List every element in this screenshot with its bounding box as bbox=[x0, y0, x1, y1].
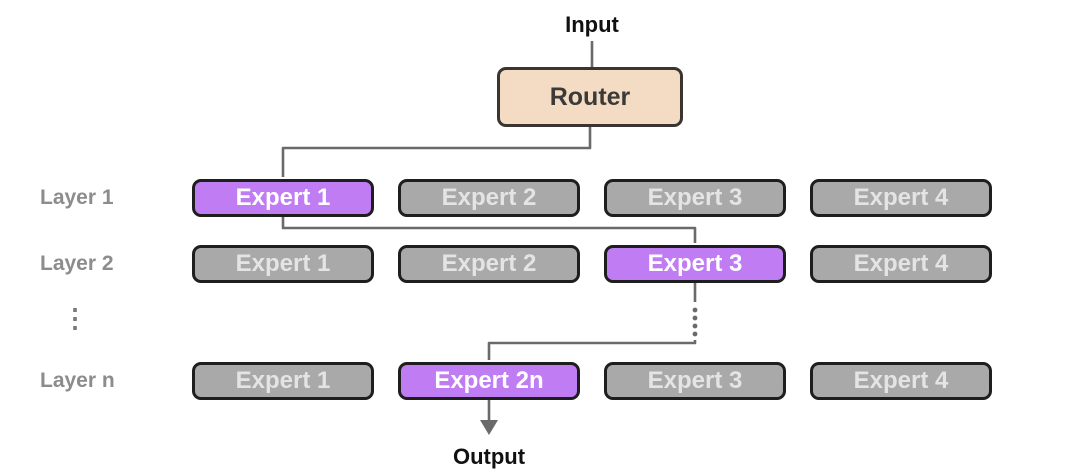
router-label: Router bbox=[549, 82, 631, 111]
output-arrowhead bbox=[480, 420, 498, 435]
expert-box-layer2-col1: Expert 1 bbox=[192, 245, 374, 283]
expert-box-layer2-col2: Expert 2 bbox=[398, 245, 580, 283]
expert-box-layer2-col3-selected: Expert 3 bbox=[604, 245, 786, 283]
edge-expert1-expert3 bbox=[281, 217, 697, 243]
expert-box-layer2-col4: Expert 4 bbox=[810, 245, 992, 283]
layer-label-3: Layer n bbox=[40, 369, 115, 392]
router-box: Router bbox=[497, 67, 683, 127]
expert-box-layer3-col2-selected: Expert 2n bbox=[398, 362, 580, 400]
layer-label-1: Layer 1 bbox=[40, 186, 114, 209]
edge-to-expert2n bbox=[487, 340, 697, 360]
edge-dotted-ellipsis bbox=[692, 307, 698, 337]
layer-label-2: Layer 2 bbox=[40, 252, 114, 275]
input-label: Input bbox=[565, 12, 619, 37]
expert-box-layer1-col3: Expert 3 bbox=[604, 179, 786, 217]
expert-box-layer3-col3: Expert 3 bbox=[604, 362, 786, 400]
expert-box-layer1-col1-selected: Expert 1 bbox=[192, 179, 374, 217]
expert-box-layer3-col4: Expert 4 bbox=[810, 362, 992, 400]
expert-box-layer1-col4: Expert 4 bbox=[810, 179, 992, 217]
expert-box-layer1-col2: Expert 2 bbox=[398, 179, 580, 217]
output-label: Output bbox=[452, 444, 526, 469]
vertical-ellipsis: ⋮ bbox=[62, 303, 88, 333]
edge-router-expert1 bbox=[281, 127, 592, 177]
expert-box-layer3-col1: Expert 1 bbox=[192, 362, 374, 400]
